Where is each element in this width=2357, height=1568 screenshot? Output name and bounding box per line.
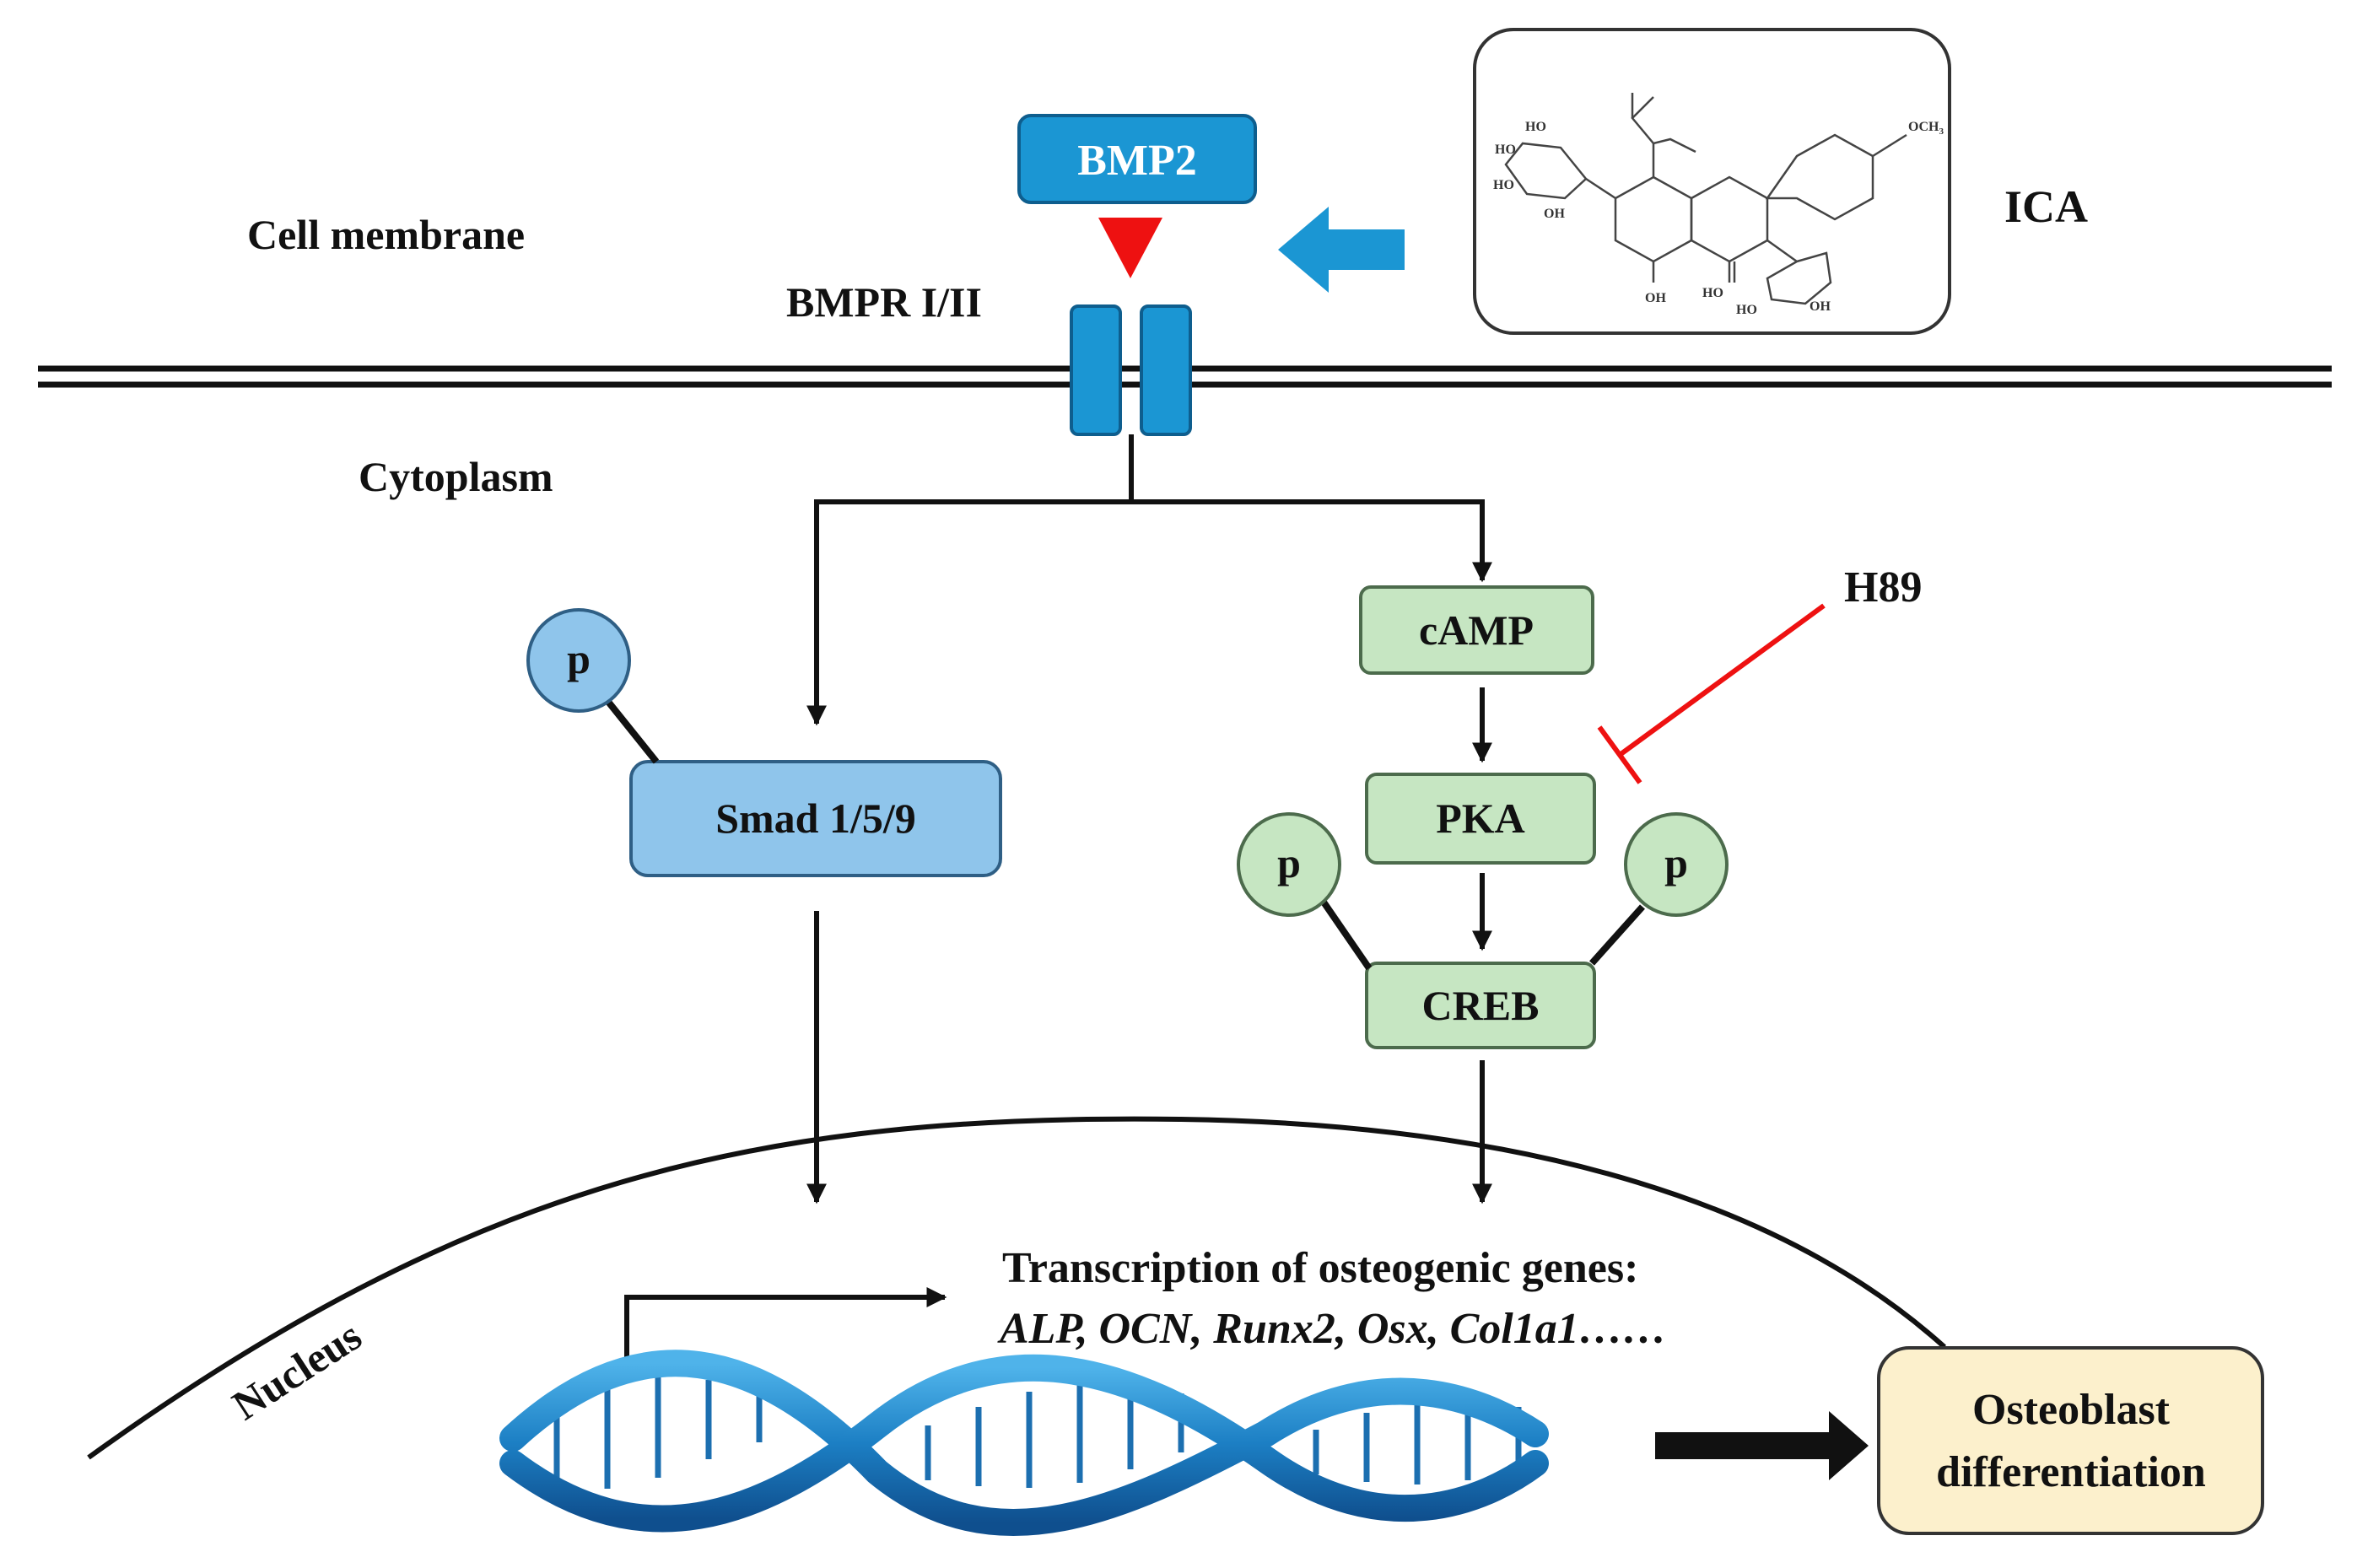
ica-binding-arrow — [1278, 207, 1405, 293]
ho-label-4: HO — [1702, 286, 1723, 300]
osteoblast-differentiation-node[interactable]: Osteoblast differentiation — [1877, 1346, 2264, 1535]
pka-text: PKA — [1436, 795, 1525, 842]
creb-right-phospho-text: p — [1664, 839, 1688, 886]
dna-double-helix — [499, 1350, 1549, 1537]
creb-right-phospho-link — [1589, 904, 1645, 966]
oh-label-3: OH — [1810, 299, 1831, 314]
nucleus-label: Nucleus — [224, 1312, 369, 1429]
smad-phospho-group[interactable]: p — [526, 608, 631, 713]
cytoplasm-label: Cytoplasm — [359, 453, 553, 500]
creb-left-phospho-group[interactable]: p — [1237, 812, 1341, 917]
transcription-start-arrow — [624, 1287, 947, 1373]
ica-label: ICA — [2004, 181, 2088, 232]
creb-left-phospho-link — [1319, 898, 1373, 971]
camp-text: cAMP — [1419, 606, 1534, 654]
smad-phospho-text: p — [567, 635, 591, 682]
ho-label-3: HO — [1493, 178, 1514, 192]
creb-right-phospho-group[interactable]: p — [1624, 812, 1729, 917]
bmp-receptor[interactable] — [1070, 304, 1192, 436]
ho-label-1: HO — [1525, 120, 1546, 134]
bmp2-node[interactable]: BMP2 — [1017, 114, 1257, 204]
differentiation-arrow — [1655, 1411, 1869, 1480]
smad-text: Smad 1/5/9 — [715, 795, 916, 842]
bmpr-label: BMPR I/II — [786, 278, 982, 326]
h89-label: H89 — [1844, 563, 1922, 612]
osteogenic-gene-list: ALP, OCN, Runx2, Osx, Col1a1…… — [997, 1305, 1667, 1353]
receptor-branch-connectors — [806, 434, 1492, 726]
oh-label-2: OH — [1645, 291, 1666, 305]
smad-node[interactable]: Smad 1/5/9 — [629, 760, 1002, 877]
transcription-heading: Transcription of osteogenic genes: — [1002, 1244, 1638, 1292]
ligand-binding-triangle — [1098, 218, 1162, 278]
ica-molecule-box[interactable]: OCH3 HO HO HO OH OH HO HO OH — [1473, 28, 1951, 335]
camp-node[interactable]: cAMP — [1359, 585, 1594, 675]
creb-left-phospho-text: p — [1277, 839, 1301, 886]
bmp2-text: BMP2 — [1077, 137, 1197, 185]
creb-node[interactable]: CREB — [1365, 962, 1596, 1049]
creb-text: CREB — [1422, 982, 1540, 1029]
pka-node[interactable]: PKA — [1365, 773, 1596, 865]
oh-label-1: OH — [1544, 207, 1565, 221]
h89-inhibition-line — [1597, 603, 1826, 784]
nuclear-envelope — [87, 1116, 1947, 1460]
osteoblast-text-line1: Osteoblast — [1972, 1386, 2171, 1434]
ho-label-5: HO — [1736, 303, 1757, 317]
icariin-structure — [1504, 93, 1907, 305]
och3-label: OCH3 — [1908, 120, 1944, 137]
osteoblast-text-line2: differentiation — [1936, 1448, 2206, 1496]
ho-label-2: HO — [1495, 143, 1516, 157]
cell-membrane-label: Cell membrane — [247, 211, 525, 258]
